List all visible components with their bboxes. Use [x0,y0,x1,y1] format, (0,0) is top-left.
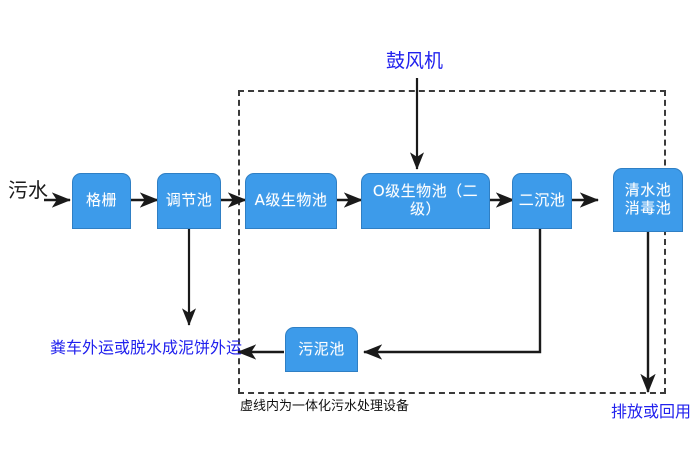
node-o-stage-bioreactor[interactable]: O级生物池（二级） [361,173,490,229]
discharge-label: 排放或回用 [611,402,692,421]
node-grid-label: 格栅 [85,191,117,210]
node-secondary-clarifier[interactable]: 二沉池 [512,173,572,229]
node-secondary-clarifier-label: 二沉池 [518,191,566,210]
node-a-stage-bioreactor[interactable]: A级生物池 [245,173,337,229]
node-disinfection-tank-label: 消毒池 [624,199,672,217]
inlet-label: 污水 [8,178,48,202]
node-regulating-tank-label: 调节池 [165,191,213,210]
sludge-disposal-label: 粪车外运或脱水成泥饼外运 [50,338,243,357]
node-sludge-tank[interactable]: 污泥池 [285,327,358,372]
integrated-equipment-boundary [238,90,666,394]
node-o-stage-bioreactor-label: O级生物池（二级） [372,182,479,218]
node-clearwater-disinfection-tank[interactable]: 清水池 消毒池 [613,168,683,232]
node-a-stage-bioreactor-label: A级生物池 [254,191,328,210]
enclosure-caption: 虚线内为一体化污水处理设备 [240,399,410,414]
node-grid[interactable]: 格栅 [72,173,131,229]
node-sludge-tank-label: 污泥池 [298,339,345,358]
blower-label: 鼓风机 [386,50,444,72]
node-clearwater-tank-label: 清水池 [624,181,672,200]
node-regulating-tank[interactable]: 调节池 [157,173,221,229]
